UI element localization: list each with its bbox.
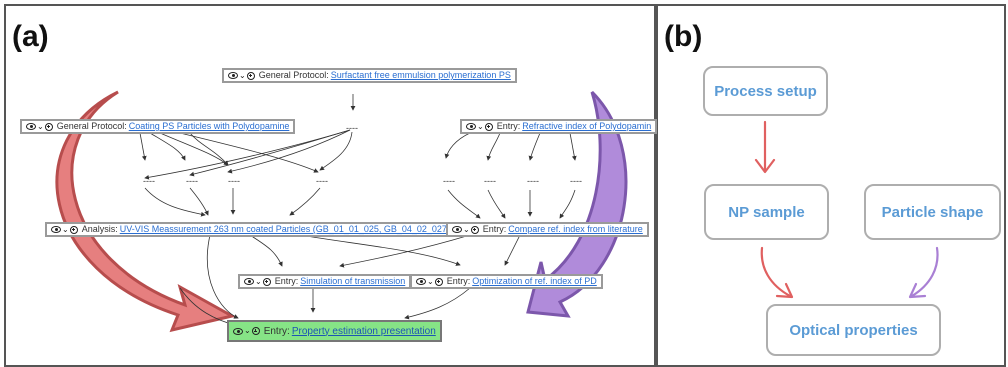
node-kind: Entry:: [496, 121, 521, 131]
node-kind: General Protocol:: [56, 121, 127, 131]
node-presentation-entry[interactable]: ⌄ Entry:Property estimation presentation: [227, 320, 442, 342]
eye-icon[interactable]: [26, 123, 36, 130]
placeholder-node: ----: [527, 176, 539, 186]
box-particle-shape: Particle shape: [864, 184, 1001, 240]
eye-icon[interactable]: [452, 226, 462, 233]
node-kind: Entry:: [446, 276, 471, 286]
panel-b-label: (b): [664, 20, 703, 53]
placeholder-node: ----: [346, 123, 358, 133]
box-process-setup: Process setup: [703, 66, 828, 116]
placeholder-node: ----: [443, 176, 455, 186]
chevron-down-icon[interactable]: ⌄: [62, 224, 69, 234]
add-icon[interactable]: [434, 277, 443, 286]
chevron-down-icon[interactable]: ⌄: [37, 121, 44, 131]
placeholder-node: ----: [143, 176, 155, 186]
chevron-down-icon[interactable]: ⌄: [255, 276, 262, 286]
node-compare-entry[interactable]: ⌄ Entry:Compare ref. index from literatu…: [446, 222, 649, 237]
panel-a-label: (a): [12, 20, 49, 53]
node-kind: Entry:: [482, 224, 507, 234]
eye-icon[interactable]: [228, 72, 238, 79]
node-link[interactable]: Refractive index of Polydopamin: [522, 121, 652, 131]
node-kind: Entry:: [263, 325, 290, 337]
add-icon[interactable]: [262, 277, 271, 286]
node-optimization-entry[interactable]: ⌄ Entry:Optimization of ref. index of PD: [410, 274, 603, 289]
add-icon[interactable]: [246, 71, 255, 80]
eye-icon[interactable]: [466, 123, 476, 130]
placeholder-node: ----: [484, 176, 496, 186]
add-icon[interactable]: [470, 225, 479, 234]
node-link[interactable]: Property estimation presentation: [291, 325, 436, 337]
node-kind: Entry:: [274, 276, 299, 286]
add-icon[interactable]: [251, 327, 260, 335]
eye-icon[interactable]: [51, 226, 61, 233]
node-refractive-entry[interactable]: ⌄ Entry:Refractive index of Polydopamin: [460, 119, 658, 134]
chevron-down-icon[interactable]: ⌄: [463, 224, 470, 234]
placeholder-node: ----: [316, 176, 328, 186]
add-icon[interactable]: [44, 122, 53, 131]
chevron-down-icon[interactable]: ⌄: [427, 276, 434, 286]
node-link[interactable]: Compare ref. index from literature: [508, 224, 643, 234]
placeholder-node: ----: [228, 176, 240, 186]
eye-icon[interactable]: [244, 278, 254, 285]
red-flow-arrow: [55, 90, 237, 333]
node-link[interactable]: UV-VIS Meassurement 263 nm coated Partic…: [119, 224, 463, 234]
box-optical-properties: Optical properties: [766, 304, 941, 356]
chevron-down-icon[interactable]: ⌄: [239, 70, 246, 80]
node-kind: Analysis:: [81, 224, 118, 234]
node-simulation-entry[interactable]: ⌄ Entry:Simulation of transmission: [238, 274, 412, 289]
chevron-down-icon[interactable]: ⌄: [244, 326, 251, 335]
arrow-shape-to-optical: [910, 246, 939, 298]
purple-flow-arrow: [526, 90, 628, 318]
node-top-protocol[interactable]: ⌄ General Protocol:Surfactant free emmul…: [222, 68, 517, 83]
node-uvvis-analysis[interactable]: ⌄ Analysis:UV-VIS Meassurement 263 nm co…: [45, 222, 469, 237]
node-kind: General Protocol:: [258, 70, 329, 80]
eye-icon[interactable]: [416, 278, 426, 285]
node-link[interactable]: Optimization of ref. index of PD: [472, 276, 597, 286]
node-coating-protocol[interactable]: ⌄ General Protocol:Coating PS Particles …: [20, 119, 296, 134]
add-icon[interactable]: [484, 122, 493, 131]
node-link[interactable]: Coating PS Particles with Polydopamine: [128, 121, 290, 131]
node-link[interactable]: Simulation of transmission: [300, 276, 406, 286]
chevron-down-icon[interactable]: ⌄: [477, 121, 484, 131]
add-icon[interactable]: [69, 225, 78, 234]
placeholder-node: ----: [186, 176, 198, 186]
placeholder-node: ----: [570, 176, 582, 186]
node-link[interactable]: Surfactant free emmulsion polymerization…: [330, 70, 511, 80]
box-np-sample: NP sample: [704, 184, 829, 240]
eye-icon[interactable]: [233, 327, 243, 335]
arrow-np-to-optical: [760, 246, 792, 298]
